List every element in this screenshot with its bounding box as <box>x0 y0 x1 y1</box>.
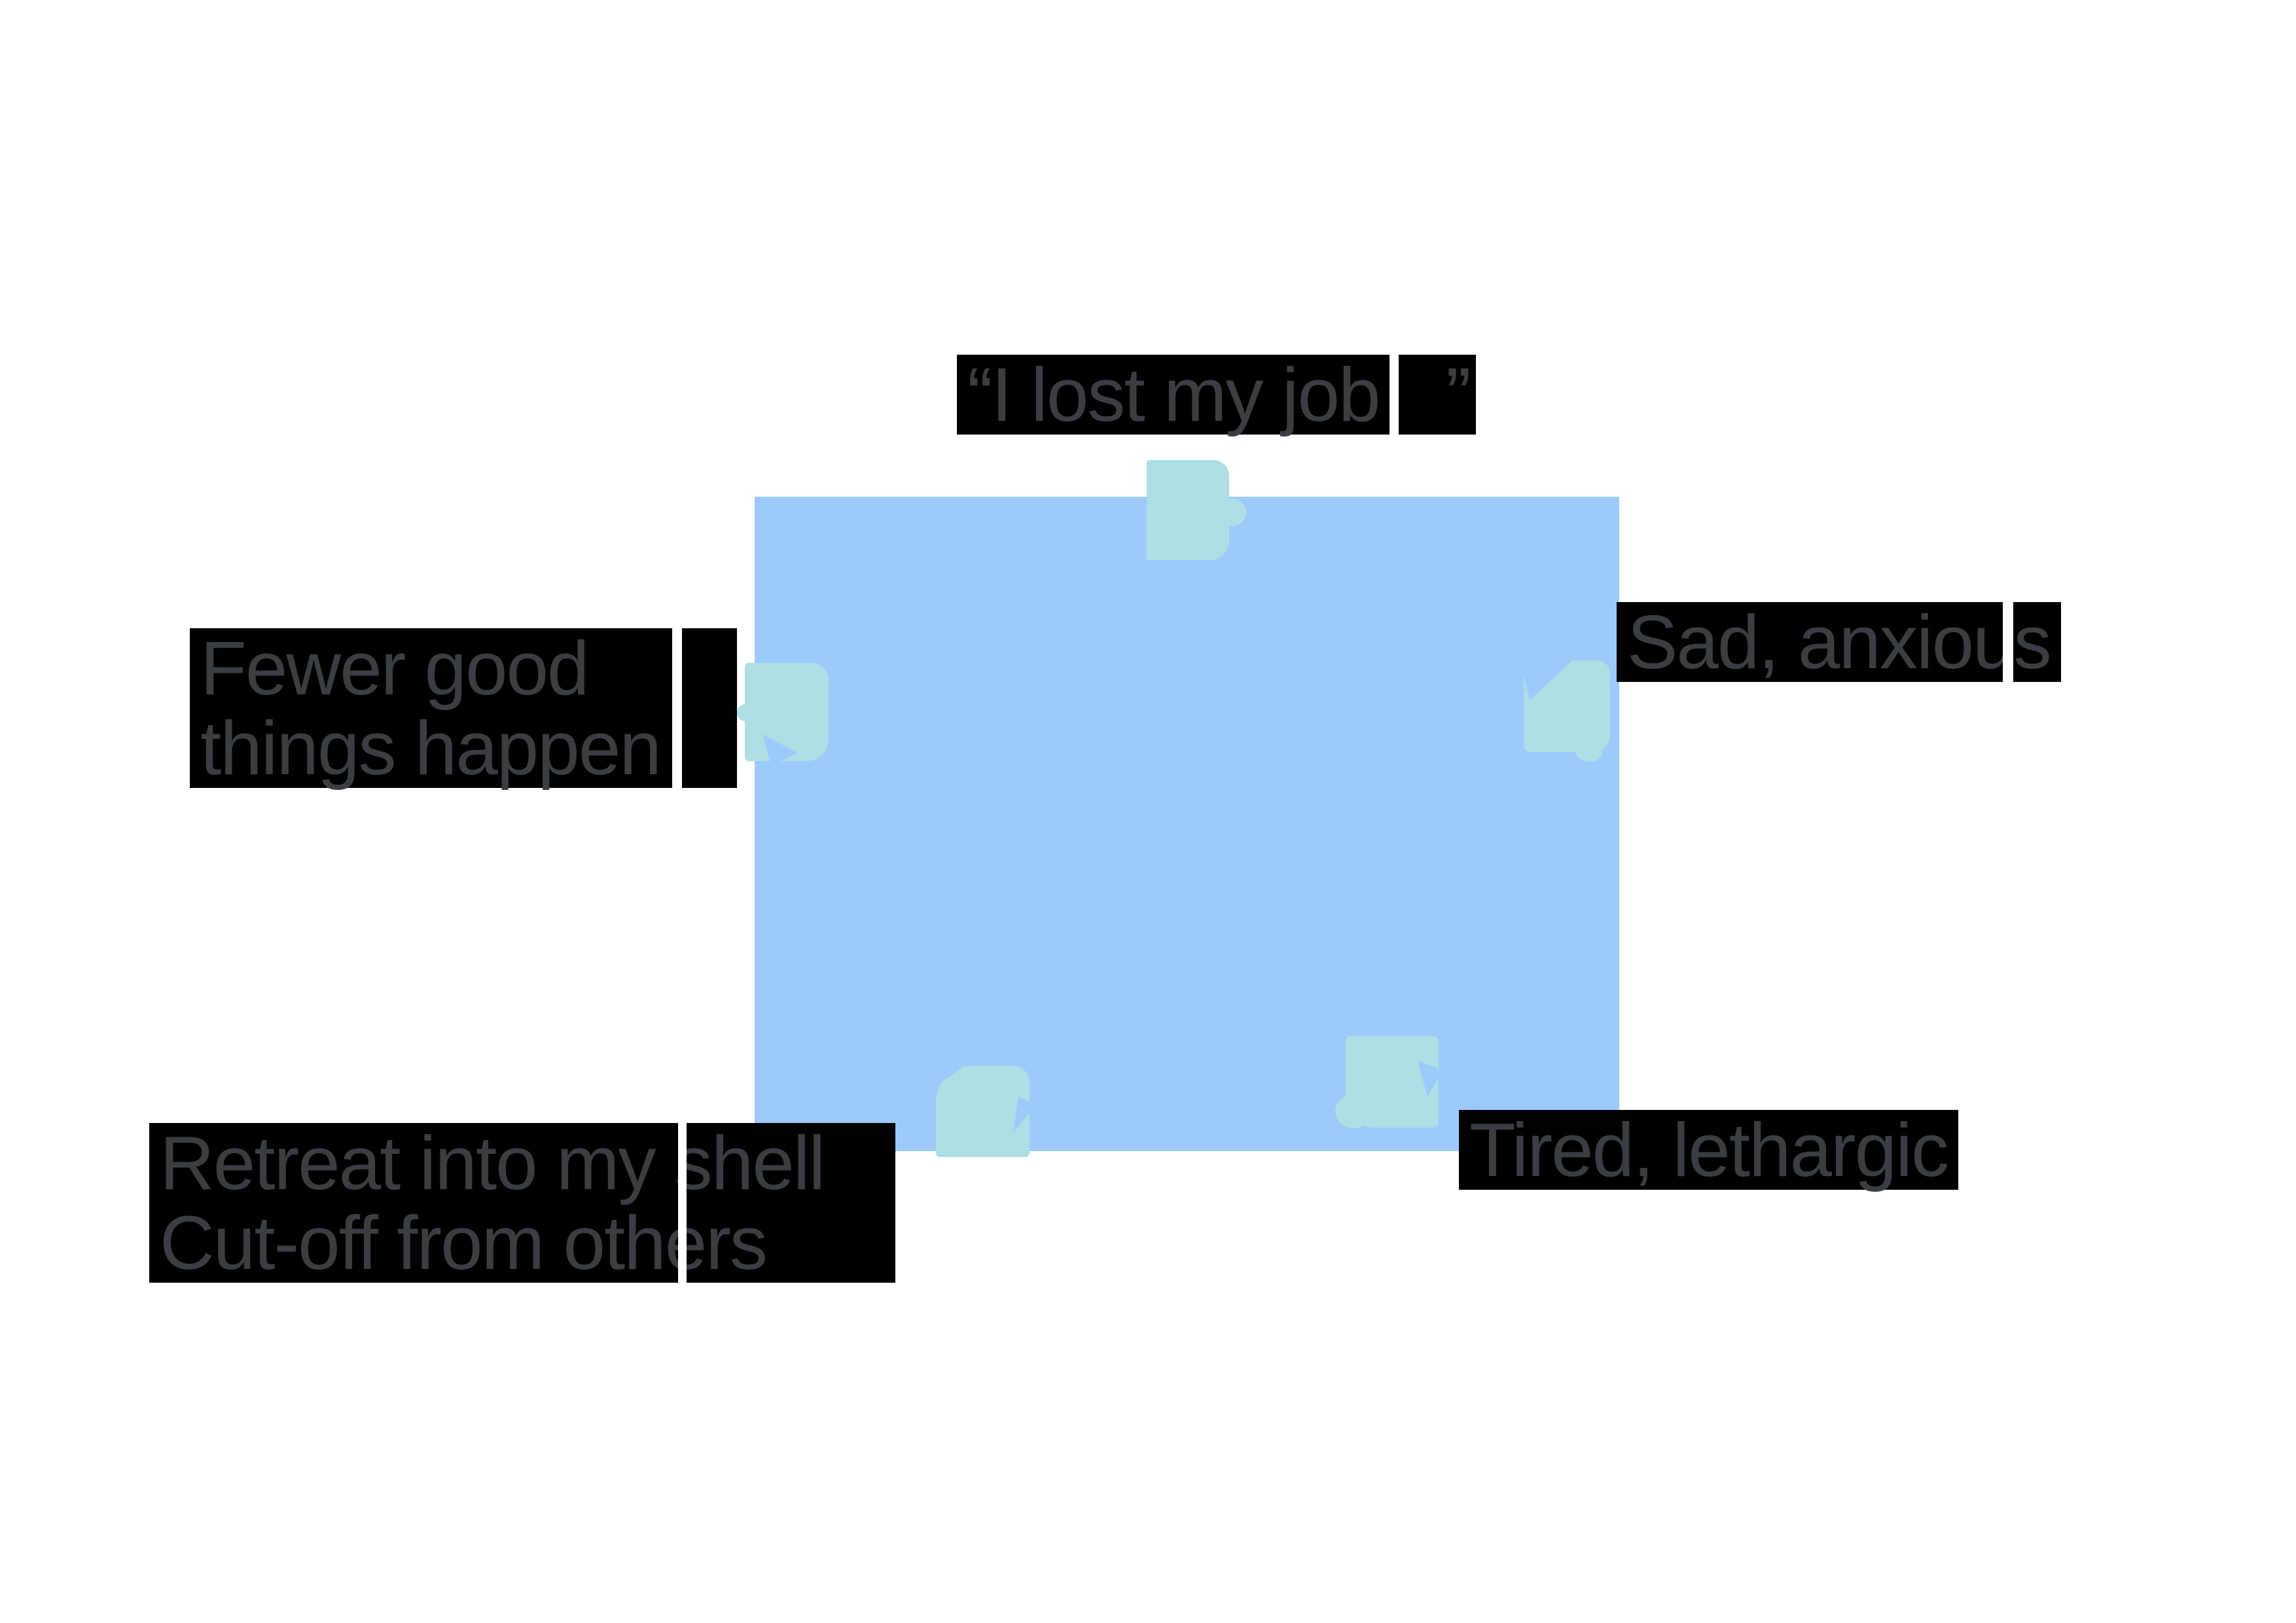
right-label-text: Sad, anxious <box>1617 602 2061 682</box>
situation-label-quote: ” <box>1399 355 1477 435</box>
situation-label-text: “I lost my job <box>957 355 1390 435</box>
left-label-line2: things happen <box>190 708 737 788</box>
highlight-gap <box>672 627 682 789</box>
cycle-arrow-bottom-left-icon <box>936 1065 1030 1157</box>
highlight-gap <box>2003 601 2013 683</box>
bottom-left-label-line1: Retreat into my shell <box>149 1123 895 1203</box>
cycle-arrow-bottom-right-icon <box>1335 1094 1373 1128</box>
bottom-left-label-line2: Cut-off from others <box>149 1203 895 1283</box>
bottom-left-label: Retreat into my shell Cut-off from other… <box>149 1122 895 1284</box>
left-label-line1: Fewer good <box>190 628 737 708</box>
bottom-right-label-text: Tired, lethargic <box>1459 1110 1958 1190</box>
central-panel <box>755 497 1619 1151</box>
right-label: Sad, anxious <box>1617 601 2061 683</box>
bottom-right-label: Tired, lethargic <box>1459 1110 1958 1190</box>
cycle-arrow-top-icon <box>1219 499 1246 526</box>
cycle-arrow-left-icon <box>745 663 829 761</box>
situation-label: “I lost my job ” <box>957 355 1477 435</box>
cycle-arrow-left-icon <box>737 704 754 721</box>
highlight-gap <box>1390 355 1399 435</box>
highlight-gap <box>678 1122 687 1284</box>
cycle-arrow-right-icon <box>1576 743 1602 762</box>
left-label: Fewer good things happen <box>190 627 737 789</box>
cycle-arrow-top-icon <box>1147 460 1229 560</box>
